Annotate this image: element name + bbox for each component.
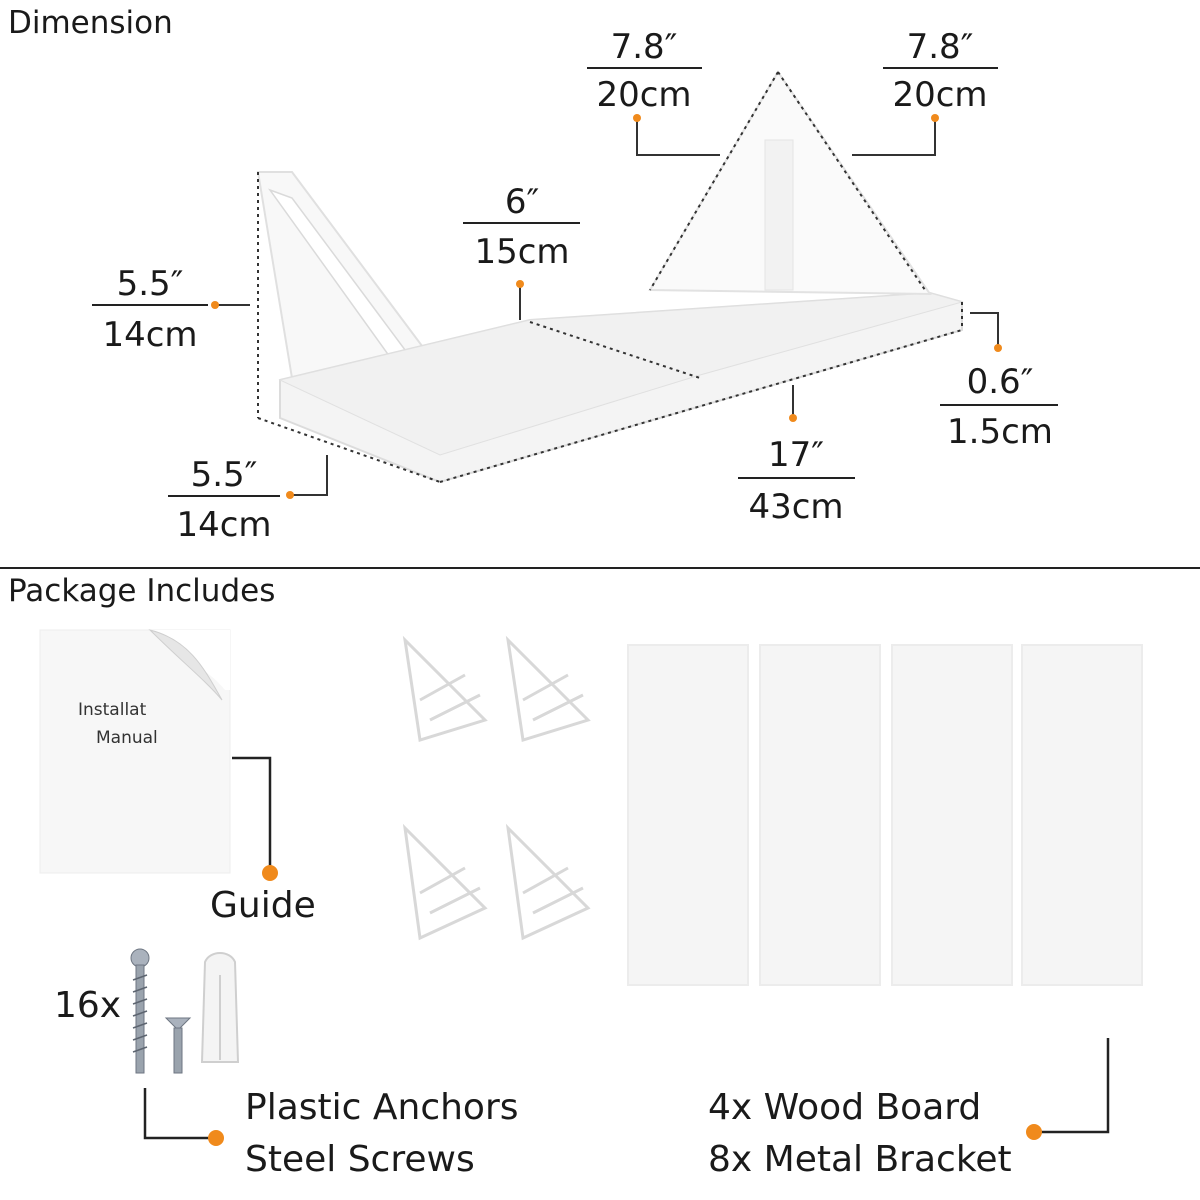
- thickness-inch: 0.6″: [966, 362, 1034, 402]
- manual-sheet: [39, 629, 231, 874]
- hardware-line2: Steel Screws: [245, 1139, 475, 1180]
- bracket-height-left-inch: 7.8″: [610, 27, 678, 67]
- bracket-side-height-inch: 5.5″: [116, 264, 184, 304]
- wood-board: [627, 644, 749, 986]
- length-cm: 43cm: [748, 487, 844, 527]
- screw-short: [164, 1017, 192, 1074]
- bracket-side-depth-cm: 14cm: [176, 505, 272, 545]
- bracket-height-left-cm: 20cm: [596, 75, 692, 115]
- manual-title-line1: Installat: [78, 700, 147, 720]
- wood-boards: [627, 644, 1143, 986]
- wood-board: [1021, 644, 1143, 986]
- boards-dot: [1026, 1124, 1042, 1140]
- screw-long: [130, 948, 150, 1074]
- package-heading: Package Includes: [8, 573, 276, 609]
- shelf-depth-cm: 15cm: [474, 232, 570, 272]
- hardware-dot: [208, 1130, 224, 1146]
- shelf-illustration: [92, 67, 1058, 499]
- thickness-cm: 1.5cm: [947, 412, 1053, 452]
- dimension-heading: Dimension: [8, 5, 173, 41]
- wood-board: [759, 644, 881, 986]
- manual-title-line2: Manual: [96, 728, 158, 748]
- wood-board: [891, 644, 1013, 986]
- bracket-pieces: [402, 635, 591, 941]
- boards-line1: 4x Wood Board: [708, 1087, 982, 1128]
- shelf-depth-inch: 6″: [504, 182, 540, 222]
- guide-label: Guide: [210, 885, 316, 926]
- guide-dot: [262, 865, 278, 881]
- boards-line2: 8x Metal Bracket: [708, 1139, 1012, 1180]
- bracket-side-depth-inch: 5.5″: [190, 455, 258, 495]
- hardware-count: 16x: [54, 985, 122, 1026]
- bracket-height-right-inch: 7.8″: [906, 27, 974, 67]
- bracket-side-height-cm: 14cm: [102, 315, 198, 355]
- bracket-height-right-cm: 20cm: [892, 75, 988, 115]
- hardware-line1: Plastic Anchors: [245, 1087, 519, 1128]
- length-inch: 17″: [768, 435, 824, 475]
- plastic-anchor: [200, 952, 240, 1063]
